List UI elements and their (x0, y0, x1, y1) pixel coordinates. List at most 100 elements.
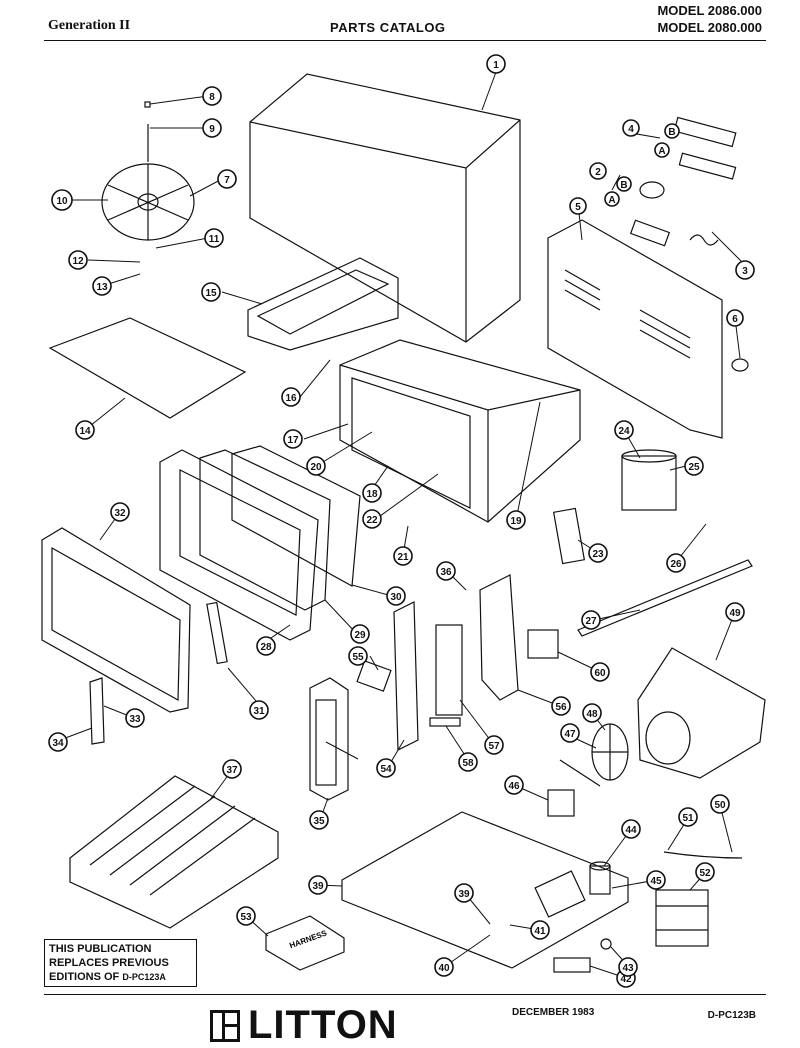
notice-line: REPLACES PREVIOUS (49, 957, 169, 969)
callout-5: 5 (569, 197, 587, 215)
callout-29: 29 (350, 624, 370, 644)
callout-36: 36 (436, 561, 456, 581)
svg-text:35: 35 (313, 816, 325, 827)
motor-drawing (547, 789, 575, 817)
outer-case-drawing (249, 73, 521, 343)
svg-text:48: 48 (586, 709, 598, 720)
callout-12: 12 (68, 250, 88, 270)
svg-text:6: 6 (732, 314, 738, 325)
svg-text:39: 39 (312, 881, 324, 892)
model-number: MODEL 2080.000 (657, 20, 762, 35)
notice-code: D-PC123A (122, 972, 166, 982)
svg-text:29: 29 (354, 630, 366, 641)
terminal-block-drawing (553, 957, 591, 973)
callout-11: 11 (204, 228, 224, 248)
svg-text:2: 2 (595, 167, 601, 178)
diode-drawing (552, 507, 586, 565)
small-panel-drawing (356, 660, 392, 692)
callout-54: 54 (376, 758, 396, 778)
callout-10: 10 (51, 189, 73, 211)
harness-label: HARNESS (288, 928, 328, 950)
header-rule (44, 40, 766, 41)
svg-text:13: 13 (96, 282, 108, 293)
svg-text:23: 23 (592, 549, 604, 560)
svg-text:B: B (668, 127, 675, 138)
back-panel-drawing (547, 219, 723, 439)
svg-text:14: 14 (79, 426, 91, 437)
svg-text:40: 40 (438, 963, 450, 974)
bracket-drawing (479, 574, 519, 701)
svg-text:36: 36 (440, 567, 452, 578)
door-latch-drawing (206, 601, 228, 665)
svg-text:45: 45 (650, 876, 662, 887)
callout-7: 7 (217, 169, 237, 189)
callout-9: 9 (202, 118, 222, 138)
callout-23: 23 (588, 543, 608, 563)
callout-39a: 39 (308, 875, 328, 895)
callout-4a: A (654, 142, 670, 158)
trim-strip-drawing (577, 559, 753, 637)
callout-51: 51 (678, 807, 698, 827)
blower-housing-drawing (637, 647, 766, 779)
svg-text:15: 15 (205, 288, 217, 299)
svg-text:43: 43 (622, 963, 634, 974)
svg-text:34: 34 (52, 738, 64, 749)
callout-52: 52 (695, 862, 715, 882)
notice-line: EDITIONS OF D-PC123A (49, 970, 192, 984)
callout-39b: 39 (454, 883, 474, 903)
svg-text:3: 3 (742, 266, 748, 277)
svg-text:24: 24 (618, 426, 630, 437)
callout-28: 28 (256, 636, 276, 656)
litton-logo-icon (210, 1009, 240, 1042)
svg-text:B: B (620, 180, 627, 191)
svg-text:51: 51 (682, 813, 694, 824)
blower-motor-drawing (559, 723, 629, 787)
oven-cavity-drawing (339, 339, 581, 523)
outer-door-drawing (41, 527, 191, 713)
svg-text:56: 56 (555, 702, 567, 713)
page-title: PARTS CATALOG (330, 20, 446, 35)
svg-text:18: 18 (366, 489, 378, 500)
callout-45: 45 (646, 870, 666, 890)
callout-53a: 53 (236, 906, 256, 926)
callout-47: 47 (560, 723, 580, 743)
callout-15: 15 (201, 282, 221, 302)
callout-13: 13 (92, 276, 112, 296)
svg-text:57: 57 (488, 741, 500, 752)
svg-text:9: 9 (209, 124, 215, 135)
callout-16: 16 (281, 387, 301, 407)
callout-3: 3 (735, 260, 755, 280)
svg-text:37: 37 (226, 765, 238, 776)
grommet-drawing (600, 938, 612, 950)
callout-43: 43 (618, 957, 638, 977)
callout-37: 37 (222, 759, 242, 779)
svg-text:22: 22 (366, 515, 378, 526)
notice-line: THIS PUBLICATION (49, 943, 152, 955)
board-drawing (435, 624, 463, 716)
callout-2a: A (604, 191, 620, 207)
callout-32: 32 (110, 502, 130, 522)
model-number: MODEL 2086.000 (657, 3, 762, 18)
svg-text:25: 25 (688, 462, 700, 473)
svg-text:A: A (608, 195, 615, 206)
transformer-drawing (655, 889, 709, 947)
callout-2b: B (616, 176, 632, 192)
svg-text:50: 50 (714, 800, 726, 811)
callout-40: 40 (434, 957, 454, 977)
svg-text:5: 5 (575, 202, 581, 213)
callout-56: 56 (551, 696, 571, 716)
control-panel-drawing (309, 677, 349, 801)
callout-31: 31 (249, 700, 269, 720)
callout-33: 33 (125, 708, 145, 728)
callout-50: 50 (710, 794, 730, 814)
magnetron-drawing (621, 449, 677, 511)
svg-text:26: 26 (670, 559, 682, 570)
svg-text:30: 30 (390, 592, 402, 603)
callout-4b: B (664, 123, 680, 139)
svg-text:53: 53 (240, 912, 252, 923)
callout-14: 14 (75, 420, 95, 440)
callout-20: 20 (306, 456, 326, 476)
small-parts-drawing (629, 116, 749, 372)
callout-35: 35 (309, 810, 329, 830)
svg-text:55: 55 (352, 652, 364, 663)
